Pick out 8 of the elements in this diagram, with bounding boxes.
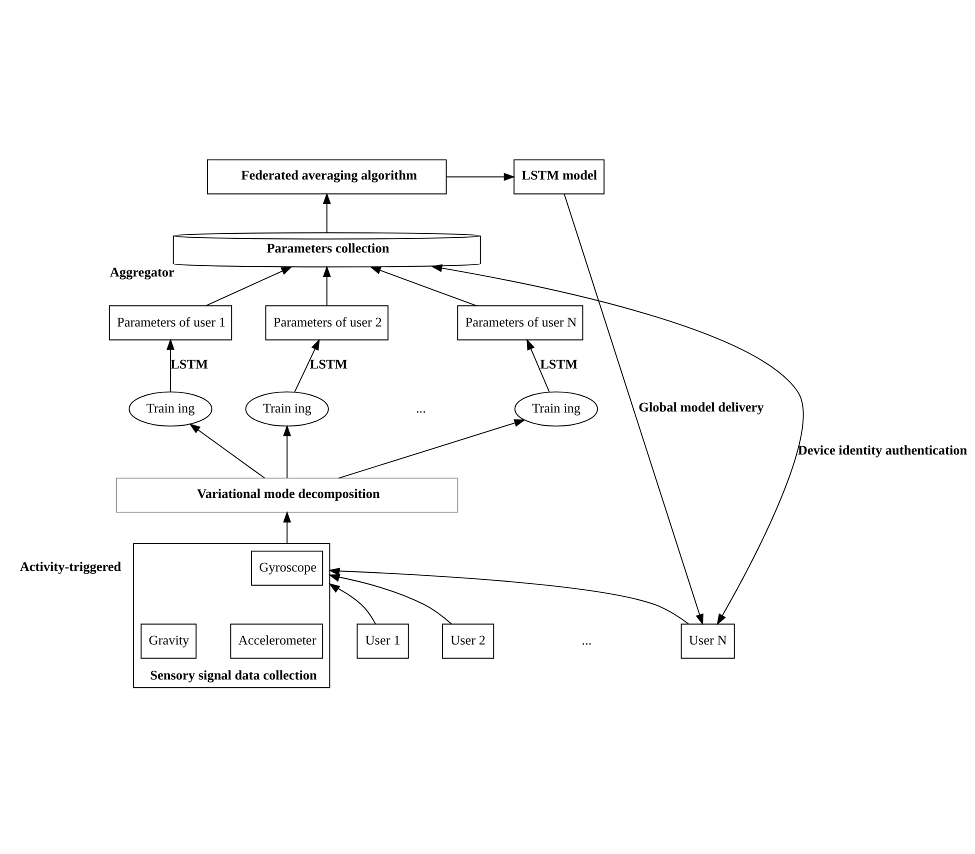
label: ...: [582, 632, 592, 648]
edge-label: LSTM: [310, 356, 348, 371]
label: Activity-triggered: [20, 558, 122, 574]
edge-label: Global model delivery: [638, 399, 764, 414]
node-label: Aggregator: [110, 264, 174, 280]
edge-label: Device identity authentication: [798, 442, 968, 458]
edge-label: LSTM: [540, 356, 578, 371]
label: ...: [416, 400, 426, 416]
